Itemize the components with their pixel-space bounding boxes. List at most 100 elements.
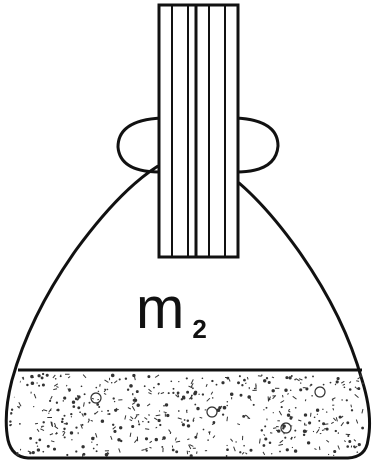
sediment-speck [95,450,98,453]
sediment-speck [38,384,41,387]
sediment-speck [290,375,293,377]
sediment-dash [19,378,21,383]
sediment-speck [40,376,44,380]
sediment-speck [108,412,111,416]
sediment-speck [52,447,57,451]
sediment-speck [36,448,41,452]
sediment-speck [282,427,285,430]
sediment-dash [51,421,54,427]
sediment-dash [36,428,40,432]
sediment-dash [349,381,352,384]
sediment-speck [63,414,66,417]
sediment-dash [310,412,312,417]
sediment-speck [159,423,162,427]
sediment-dash [211,422,215,425]
sediment-dash [192,419,195,423]
sediment-speck [88,401,91,404]
sediment-speck [10,424,13,426]
sediment-speck [42,450,45,453]
sediment-speck [147,375,151,379]
sediment-speck [124,377,128,380]
sediment-dash [314,448,317,451]
sediment-speck [75,426,78,429]
sediment-speck [41,409,44,412]
sediment-dash [361,408,364,414]
sediment-speck [81,445,85,449]
sediment-speck [63,427,66,431]
sediment-speck [265,406,268,409]
sediment-speck [112,397,115,400]
sediment-speck [9,420,12,423]
sediment-speck [280,406,283,409]
sediment-dash [62,431,66,437]
sediment-speck [56,408,60,412]
sediment-dash [245,452,248,455]
sediment-speck [30,381,35,385]
sediment-speck [305,387,309,391]
sediment-speck [221,381,225,385]
sediment-speck [186,419,190,423]
sediment-dash [330,421,334,425]
sediment-dash [144,447,148,450]
sediment-speck [75,450,78,453]
sediment-speck [289,389,292,391]
sediment-speck [357,387,361,391]
sediment-speck [343,386,346,389]
sediment-speck [61,417,64,421]
sediment-speck [96,403,100,406]
sediment-dash [287,410,291,413]
sediment-speck [10,450,12,452]
sediment-dash [43,409,48,412]
tube-right-inner [208,4,226,258]
sediment-dash [110,435,113,440]
sediment-speck [264,437,268,441]
sediment-speck [312,375,314,378]
sediment-dash [153,417,158,421]
sediment-speck [290,437,293,440]
sediment-speck [77,406,81,410]
sediment-speck [65,422,68,425]
sediment-speck [216,408,221,412]
sediment-dash [210,391,214,395]
sediment-speck [294,429,297,432]
stopper-bulb-left [116,116,163,174]
sediment-speck [294,406,297,409]
sediment-speck [96,443,98,446]
sediment-speck [322,422,326,426]
sediment-dash [196,432,198,437]
sediment-speck [318,419,321,422]
sediment-speck [46,444,50,448]
sediment-speck [348,388,352,391]
sediment-dash [145,428,150,430]
sediment-speck [69,431,74,435]
sediment-dash [127,407,132,410]
sediment-speck [110,382,113,384]
sediment-speck [311,395,313,397]
sediment-speck [126,388,130,391]
sediment-speck [162,436,166,440]
sediment-dash [53,388,58,391]
sediment-grain [314,386,326,398]
sediment-speck [284,388,288,392]
sediment-dash [279,439,284,444]
sediment-dash [190,385,193,388]
sediment-speck [198,393,200,395]
sediment-grain [206,406,218,418]
sediment-speck [60,420,64,423]
sediment-speck [119,439,123,443]
sediment-dash [244,382,247,385]
sediment-dash [282,394,284,398]
sediment-dash [131,406,136,411]
sediment-speck [289,416,293,420]
sediment-dash [174,437,177,441]
sediment-speck [260,429,264,432]
sediment-dash [67,376,71,379]
sediment-dash [52,374,56,379]
sediment-speck [326,411,328,413]
sediment-dash [33,393,37,399]
sediment-speck [54,377,57,380]
sediment-dash [131,401,136,405]
sediment-speck [327,453,330,456]
sediment-dash [144,417,148,420]
sediment-speck [129,384,133,388]
